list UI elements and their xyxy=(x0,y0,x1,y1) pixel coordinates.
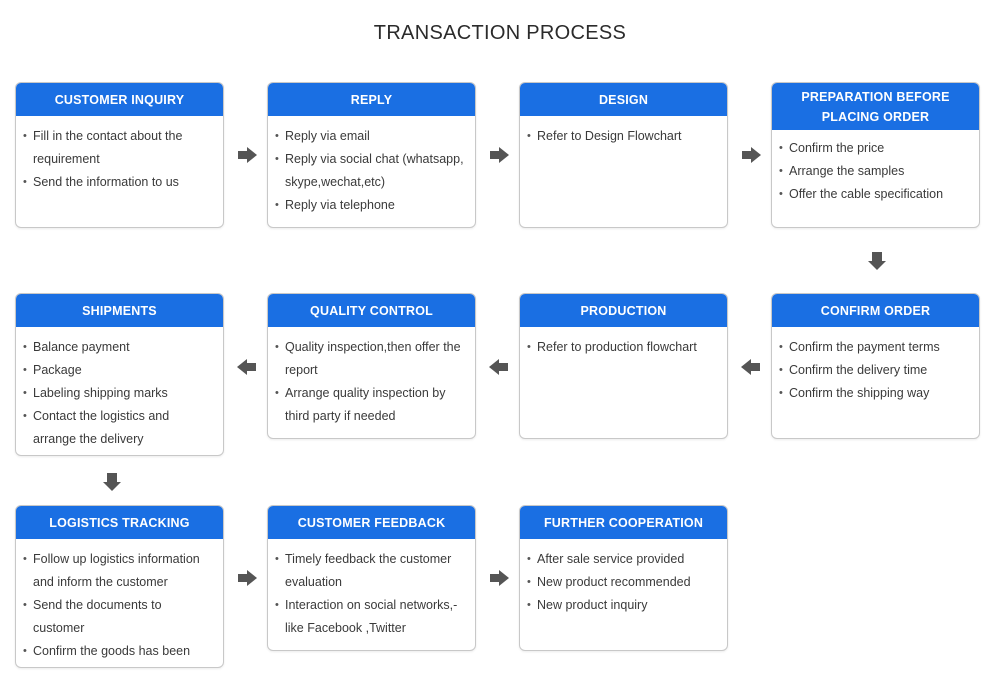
step-item: Interaction on social networks,- like Fa… xyxy=(274,594,467,640)
step-items: Confirm the payment terms Confirm the de… xyxy=(772,327,979,413)
step-item: Refer to Design Flowchart xyxy=(526,125,719,148)
arrow-left-icon xyxy=(489,359,509,375)
arrow-right-icon xyxy=(490,147,510,163)
step-reply: REPLY Reply via email Reply via social c… xyxy=(267,82,476,228)
step-title: DESIGN xyxy=(520,83,727,116)
arrow-right-icon xyxy=(742,147,762,163)
step-item: Confirm the payment terms xyxy=(778,336,971,359)
step-confirm-order: CONFIRM ORDER Confirm the payment terms … xyxy=(771,293,980,439)
step-further-cooperation: FURTHER COOPERATION After sale service p… xyxy=(519,505,728,651)
arrow-right-icon xyxy=(238,570,258,586)
step-items: Timely feedback the customer evaluation … xyxy=(268,539,475,648)
step-item: New product recommended xyxy=(526,571,719,594)
step-item: Labeling shipping marks xyxy=(22,382,215,405)
step-items: Balance payment Package Labeling shippin… xyxy=(16,327,223,455)
step-item: Package xyxy=(22,359,215,382)
step-title: SHIPMENTS xyxy=(16,294,223,327)
step-title: REPLY xyxy=(268,83,475,116)
step-item: Arrange the samples xyxy=(778,160,971,183)
step-items: Quality inspection,then offer the report… xyxy=(268,327,475,436)
step-item: Confirm the price xyxy=(778,137,971,160)
step-item: Balance payment xyxy=(22,336,215,359)
step-items: Follow up logistics information and info… xyxy=(16,539,223,667)
step-item: Confirm the goods has been received xyxy=(22,640,215,667)
step-title: CONFIRM ORDER xyxy=(772,294,979,327)
arrow-left-icon xyxy=(741,359,761,375)
arrow-down-icon xyxy=(103,473,121,491)
step-title: LOGISTICS TRACKING xyxy=(16,506,223,539)
step-item: Contact the logistics and arrange the de… xyxy=(22,405,215,451)
step-item: Offer the cable specification xyxy=(778,183,971,206)
arrow-left-icon xyxy=(237,359,257,375)
step-item: Send the documents to customer xyxy=(22,594,215,640)
step-item: Send the information to us xyxy=(22,171,215,194)
step-item: Timely feedback the customer evaluation xyxy=(274,548,467,594)
arrow-right-icon xyxy=(238,147,258,163)
step-items: Fill in the contact about the requiremen… xyxy=(16,116,223,202)
step-item: Confirm the delivery time xyxy=(778,359,971,382)
step-items: Refer to production flowchart xyxy=(520,327,727,367)
step-item: Arrange quality inspection by third part… xyxy=(274,382,467,428)
step-item: Follow up logistics information and info… xyxy=(22,548,215,594)
step-title: QUALITY CONTROL xyxy=(268,294,475,327)
step-title: PRODUCTION xyxy=(520,294,727,327)
step-title: CUSTOMER INQUIRY xyxy=(16,83,223,116)
step-title: FURTHER COOPERATION xyxy=(520,506,727,539)
step-item: New product inquiry xyxy=(526,594,719,617)
step-title: PREPARATION BEFORE PLACING ORDER xyxy=(772,83,979,130)
step-preparation-before-placing-order: PREPARATION BEFORE PLACING ORDER Confirm… xyxy=(771,82,980,228)
step-customer-feedback: CUSTOMER FEEDBACK Timely feedback the cu… xyxy=(267,505,476,651)
page-title: TRANSACTION PROCESS xyxy=(373,22,627,44)
step-item: Refer to production flowchart xyxy=(526,336,719,359)
step-item: Reply via social chat (whatsapp, skype,w… xyxy=(274,148,467,194)
step-design: DESIGN Refer to Design Flowchart xyxy=(519,82,728,228)
step-customer-inquiry: CUSTOMER INQUIRY Fill in the contact abo… xyxy=(15,82,224,228)
step-quality-control: QUALITY CONTROL Quality inspection,then … xyxy=(267,293,476,439)
step-item: Reply via email xyxy=(274,125,467,148)
step-items: Confirm the price Arrange the samples Of… xyxy=(772,130,979,214)
step-logistics-tracking: LOGISTICS TRACKING Follow up logistics i… xyxy=(15,505,224,668)
step-item: Fill in the contact about the requiremen… xyxy=(22,125,215,171)
step-items: After sale service provided New product … xyxy=(520,539,727,625)
step-items: Reply via email Reply via social chat (w… xyxy=(268,116,475,225)
step-item: Quality inspection,then offer the report xyxy=(274,336,467,382)
step-item: Confirm the shipping way xyxy=(778,382,971,405)
step-items: Refer to Design Flowchart xyxy=(520,116,727,156)
step-item: After sale service provided xyxy=(526,548,719,571)
step-item: Reply via telephone xyxy=(274,194,467,217)
arrow-down-icon xyxy=(868,252,886,270)
step-shipments: SHIPMENTS Balance payment Package Labeli… xyxy=(15,293,224,456)
arrow-right-icon xyxy=(490,570,510,586)
step-title: CUSTOMER FEEDBACK xyxy=(268,506,475,539)
step-production: PRODUCTION Refer to production flowchart xyxy=(519,293,728,439)
